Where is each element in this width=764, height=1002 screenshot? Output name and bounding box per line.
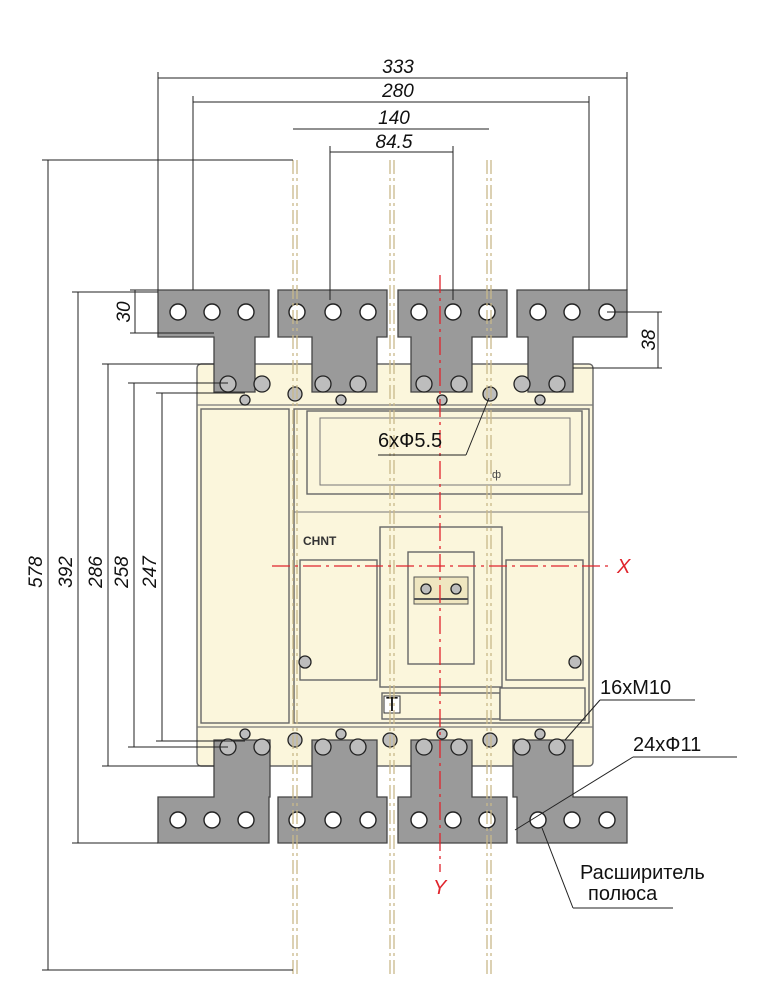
callout-mount-holes: 6xФ5.5 [378,430,442,452]
vertical-dimensions: 578 392 286 258 247 30 38 [26,159,662,971]
dim-extender-height: 392 [56,556,77,588]
pole-centerlines [292,160,492,975]
dim-pole-pitch: 84.5 [376,132,413,153]
svg-text:ф: ф [492,469,501,481]
dim-overall-width: 333 [382,57,414,78]
dim-pole-pitch-double: 140 [378,108,410,129]
breaker-body: T CHNT ф [196,363,594,767]
bottom-pole-extenders [157,728,628,844]
callout-extender-line1: Расширитель [580,862,705,884]
dim-terminal-height: 286 [86,556,107,589]
horizontal-dimensions: 333 280 140 84.5 [157,57,628,300]
dim-pad-depth: 30 [114,301,135,323]
dim-pad-offset: 38 [639,329,660,351]
callout-extender-holes: 24xФ11 [633,734,701,756]
dim-total-height: 578 [26,556,47,588]
top-pole-extenders [157,289,628,406]
dim-mount-height: 247 [140,555,161,589]
accessory-mark: T [386,694,398,716]
callout-bolts: 16xM10 [600,677,671,699]
callout-extender-line2: полюса [588,883,658,905]
callouts: 6xФ5.5 16xM10 24xФ11 Расширитель полюса [378,397,737,909]
x-axis-label: X [616,556,631,578]
dim-body-height: 258 [112,556,133,589]
symmetry-axes: X Y [272,275,631,899]
y-axis-label: Y [433,877,448,899]
brand-logo: CHNT [303,534,337,548]
dim-mounting-width: 280 [381,81,414,102]
